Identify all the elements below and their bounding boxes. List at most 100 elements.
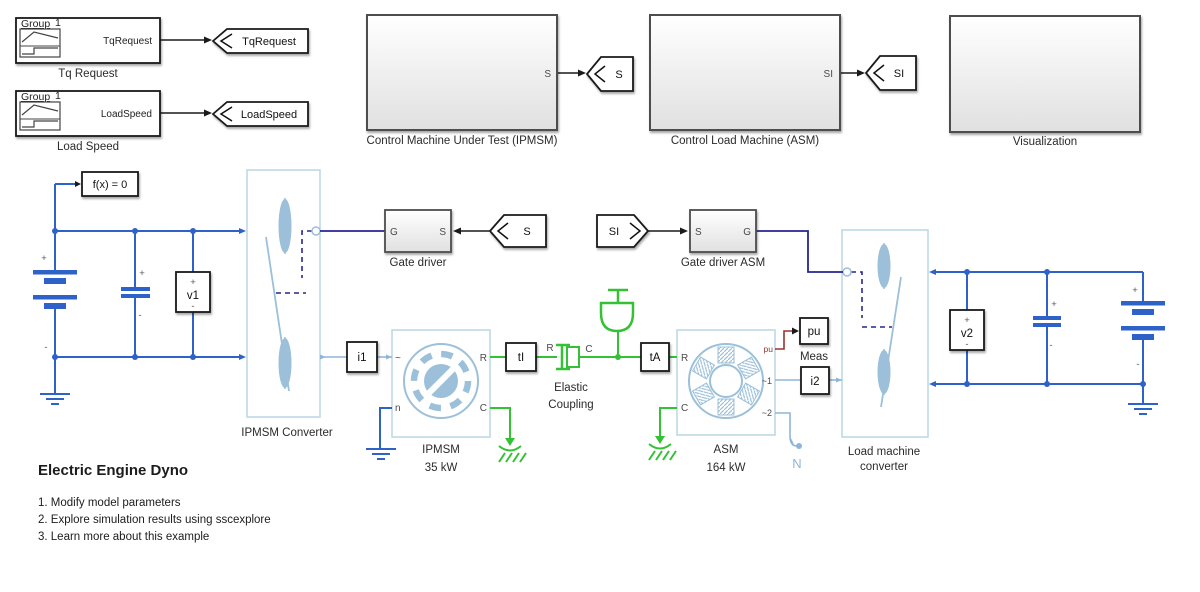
svg-text:-: - — [191, 301, 194, 312]
svg-text:TqRequest: TqRequest — [242, 36, 296, 48]
svg-text:+: + — [190, 277, 196, 288]
mech-reference-asm-icon[interactable] — [648, 407, 677, 461]
port-g: G — [743, 227, 751, 238]
capacitor-right-icon[interactable] — [1033, 316, 1061, 327]
gate-driver-block[interactable]: G S — [384, 209, 452, 253]
capacitor-left-icon[interactable] — [121, 287, 150, 298]
inertia-icon[interactable] — [599, 288, 635, 333]
ipmsm-motor-icon — [403, 343, 479, 419]
ipmsm-port-labels: ~ n R C — [395, 353, 487, 414]
svg-text:tA: tA — [650, 352, 661, 364]
load-speed-source-block[interactable]: Group 1 LoadSpeed — [15, 90, 161, 137]
gate-signal-wires — [320, 230, 843, 273]
annotation-notes: Electric Engine Dyno 1. Modify model par… — [38, 462, 271, 546]
ipmsm-neutral-ground-icon[interactable] — [366, 407, 396, 460]
svg-text:S: S — [523, 226, 530, 238]
svg-text:SI: SI — [609, 226, 619, 238]
current-label-i1[interactable]: i1 — [346, 341, 378, 373]
svg-text:i2: i2 — [811, 376, 820, 388]
goto-tag-si[interactable]: SI — [864, 55, 917, 91]
meas-label: Meas — [800, 351, 828, 363]
svg-text:f(x) = 0: f(x) = 0 — [93, 179, 128, 191]
goto-tag-tqrequest[interactable]: TqRequest — [211, 28, 309, 54]
svg-text:R: R — [681, 353, 688, 364]
goto-tag-s[interactable]: S — [585, 56, 634, 92]
svg-text:C: C — [585, 344, 592, 355]
svg-text:+: + — [1132, 285, 1138, 296]
svg-text:R: R — [480, 353, 487, 364]
port-si: SI — [824, 69, 833, 80]
from-tag-s[interactable]: S — [488, 214, 547, 248]
coupling-label-1: Elastic — [554, 382, 588, 394]
battery-right-icon[interactable] — [1121, 301, 1165, 340]
asm-motor-icon — [688, 343, 764, 419]
note-item-3[interactable]: 3. Learn more about this example — [38, 531, 210, 543]
coupling-label-2: Coupling — [548, 399, 593, 411]
mechanical-shaft-wires — [490, 332, 677, 360]
solver-block[interactable]: f(x) = 0 — [81, 171, 139, 197]
asm-neutral-node[interactable]: N — [775, 412, 802, 471]
note-item-2[interactable]: 2. Explore simulation results using ssce… — [38, 514, 271, 526]
ground-left-icon[interactable] — [40, 357, 70, 405]
control-load-machine-block[interactable]: SI — [649, 14, 841, 131]
elastic-coupling-icon[interactable] — [556, 343, 580, 371]
svg-text:~2: ~2 — [762, 408, 772, 418]
pu-goto-tag[interactable]: pu — [799, 317, 829, 345]
svg-text:+: + — [1051, 299, 1057, 310]
gate-driver-asm-block[interactable]: S G — [689, 209, 757, 253]
svg-text:C: C — [681, 403, 688, 414]
port-g: G — [390, 227, 398, 238]
asm-name-label: ASM — [714, 444, 739, 456]
load-converter-label-2: converter — [860, 461, 908, 473]
svg-text:pu: pu — [764, 344, 774, 354]
control-machine-under-test-block[interactable]: S — [366, 14, 558, 131]
svg-text:i1: i1 — [358, 352, 367, 364]
svg-text:pu: pu — [808, 326, 821, 338]
svg-text:LoadSpeed: LoadSpeed — [241, 109, 297, 121]
left-dc-bus-wires — [52, 181, 246, 360]
svg-text:+: + — [41, 253, 47, 264]
signal-name: TqRequest — [103, 36, 152, 47]
svg-text:-: - — [138, 310, 141, 321]
pu-measurement-wire — [775, 327, 799, 350]
group-word: Group — [21, 18, 50, 30]
gate-driver-label: Gate driver — [390, 257, 447, 269]
signal-arrows — [160, 36, 865, 235]
mech-reference-ipmsm-icon[interactable] — [490, 407, 527, 463]
asm-power-label: 164 kW — [707, 462, 746, 474]
torque-label-ti[interactable]: tI — [505, 342, 537, 372]
port-s: S — [439, 227, 446, 238]
svg-text:tI: tI — [518, 352, 524, 364]
svg-text:-: - — [1136, 359, 1139, 370]
svg-text:v1: v1 — [187, 290, 199, 302]
port-s: S — [695, 227, 702, 238]
goto-tag-loadspeed[interactable]: LoadSpeed — [211, 101, 309, 127]
visualization-block[interactable] — [949, 15, 1141, 133]
right-dc-bus-wires — [929, 269, 1146, 387]
coupling-port-labels: R C — [546, 343, 592, 355]
voltage-sensor-v1[interactable]: + v1 - — [175, 271, 211, 313]
svg-text:S: S — [615, 69, 622, 81]
load-converter-label-1: Load machine — [848, 446, 920, 458]
svg-text:v2: v2 — [961, 328, 973, 340]
svg-text:C: C — [480, 403, 487, 414]
from-tag-si[interactable]: SI — [596, 214, 650, 248]
group-word: Group — [21, 91, 50, 103]
battery-left-icon[interactable] — [33, 270, 77, 309]
port-s: S — [544, 69, 551, 80]
signal-name: LoadSpeed — [101, 109, 152, 120]
note-item-1[interactable]: 1. Modify model parameters — [38, 497, 181, 509]
voltage-sensor-v2[interactable]: + v2 - — [949, 309, 985, 351]
svg-text:+: + — [964, 315, 970, 326]
current-label-i2[interactable]: i2 — [800, 366, 830, 395]
polarity-marks: + - + - + - + - — [41, 253, 1139, 370]
gate-driver-asm-label: Gate driver ASM — [681, 257, 765, 269]
torque-label-ta[interactable]: tA — [640, 342, 670, 372]
tq-request-source-block[interactable]: Group 1 TqRequest — [15, 17, 161, 64]
ground-right-icon[interactable] — [1128, 384, 1158, 415]
control-machine-under-test-label: Control Machine Under Test (IPMSM) — [367, 135, 558, 147]
svg-text:R: R — [546, 343, 553, 354]
group-num: 1 — [55, 90, 61, 102]
load-speed-label: Load Speed — [57, 141, 119, 153]
load-converter-icon — [842, 243, 902, 408]
